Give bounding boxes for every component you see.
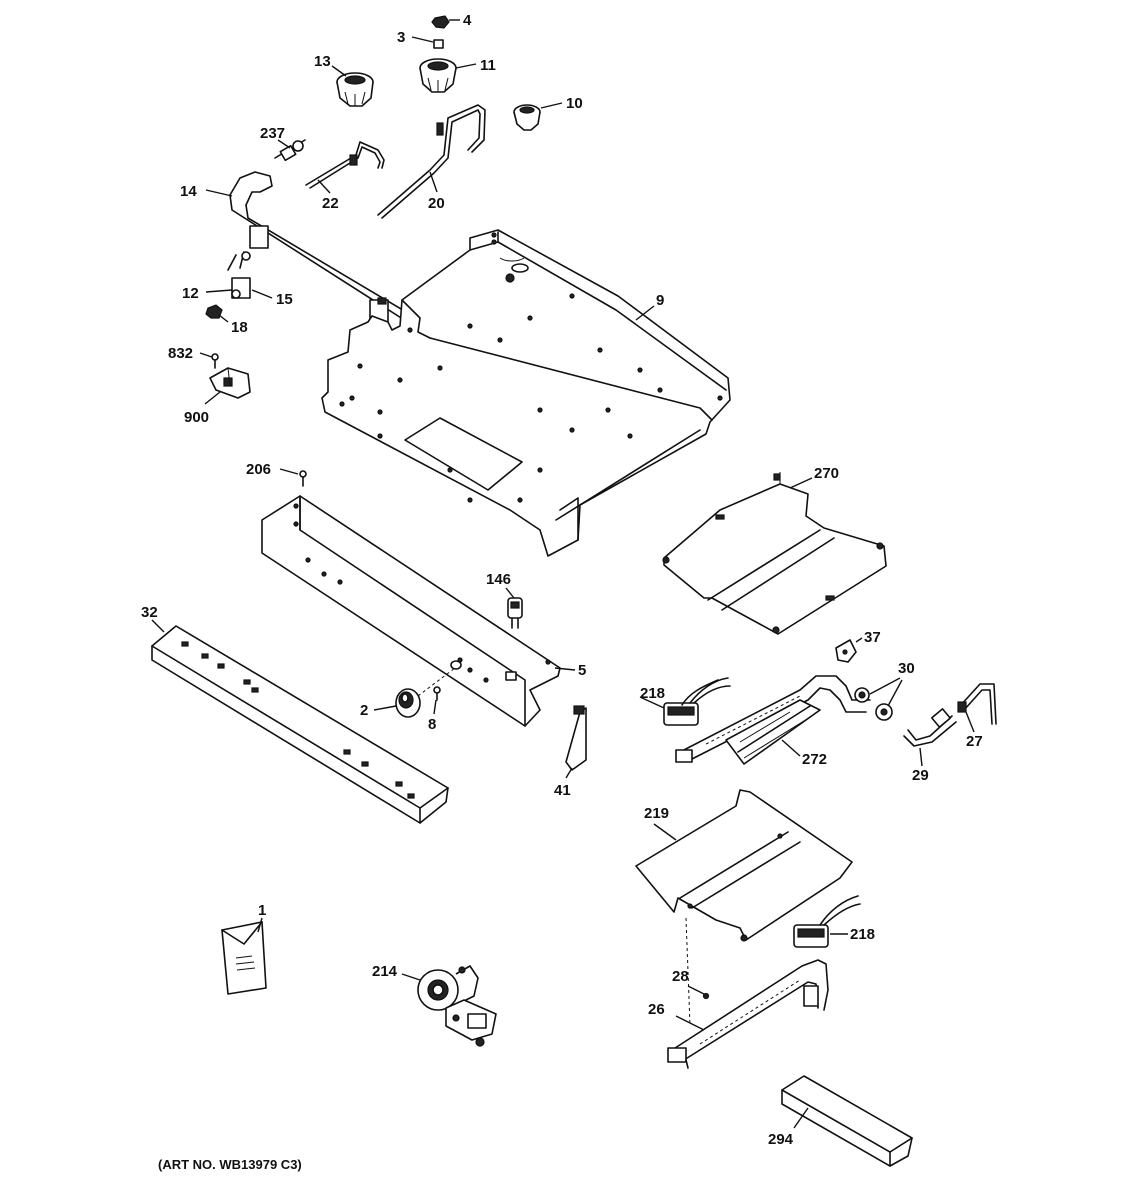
callout-5: 5 [578,662,586,679]
part-4-nut [431,15,450,29]
callout-29: 29 [912,767,929,784]
callout-32: 32 [141,604,158,621]
callout-28: 28 [672,968,689,985]
callout-10: 10 [566,95,583,112]
part-13-burner-head [336,72,374,107]
callout-9: 9 [656,292,664,309]
part-11-burner-head [419,58,457,93]
callout-237: 237 [260,125,285,142]
callout-218-top: 218 [640,685,665,702]
part-27-orifice-tube [957,683,997,725]
part-12-bracket [227,251,251,299]
part-3-screw [433,39,444,49]
callout-146: 146 [486,571,511,588]
part-10-burner-head [513,104,541,131]
callout-22: 22 [322,195,339,212]
callout-20: 20 [428,195,445,212]
callout-900: 900 [184,409,209,426]
callout-37: 37 [864,629,881,646]
part-broil-burner-tube [675,675,871,763]
callout-2: 2 [360,702,368,719]
callout-270: 270 [814,465,839,482]
callout-3: 3 [397,29,405,46]
callout-11: 11 [480,57,496,74]
part-29-elbow [903,708,957,747]
part-146-switch [507,597,523,629]
part-5-manifold-panel [261,495,561,727]
callout-14: 14 [180,183,197,200]
part-214-thermostat-valve [417,965,497,1047]
art-number: (ART NO. WB13979 C3) [158,1157,302,1172]
part-219-burner-baffle [635,789,853,942]
callout-272: 272 [802,751,827,768]
callout-8: 8 [428,716,436,733]
part-28-screw [702,992,710,1000]
part-18-nut [205,304,223,319]
part-26-bake-burner [667,959,829,1069]
part-832-screw [211,353,219,369]
part-206-screw [299,470,307,487]
callout-218-bottom: 218 [850,926,875,943]
part-30-clamp [854,687,893,721]
callout-27: 27 [966,733,983,750]
callout-41: 41 [554,782,571,799]
callout-214: 214 [372,963,398,980]
part-22-gas-tube [305,141,385,189]
part-294-trim [781,1075,913,1167]
callout-13: 13 [314,53,331,70]
callout-30: 30 [898,660,915,677]
part-14-manifold [229,171,429,331]
part-218-igniter-top [663,677,731,726]
part-272-burner-tray [725,699,821,765]
callout-12: 12 [182,285,199,302]
part-32-trim-strip [151,625,449,824]
part-41-side-trim [565,705,587,771]
part-218-igniter-bottom [793,895,861,948]
callout-18: 18 [231,319,248,336]
callout-832: 832 [168,345,193,362]
callout-1: 1 [258,902,266,919]
part-2-knob [395,688,421,718]
callout-294: 294 [768,1131,794,1148]
part-237-orifice [274,139,306,162]
part-1-literature-pack [221,921,267,995]
part-270-heat-shield [662,472,887,635]
callout-4: 4 [463,12,472,29]
part-9-burner-box [321,229,731,557]
part-20-gas-tube [377,104,486,219]
callout-206: 206 [246,461,271,478]
part-8-screw [433,686,441,701]
callout-26: 26 [648,1001,665,1018]
part-37-bracket [835,639,857,663]
part-900-bracket [209,367,251,399]
callout-219: 219 [644,805,669,822]
callout-15: 15 [276,291,293,308]
